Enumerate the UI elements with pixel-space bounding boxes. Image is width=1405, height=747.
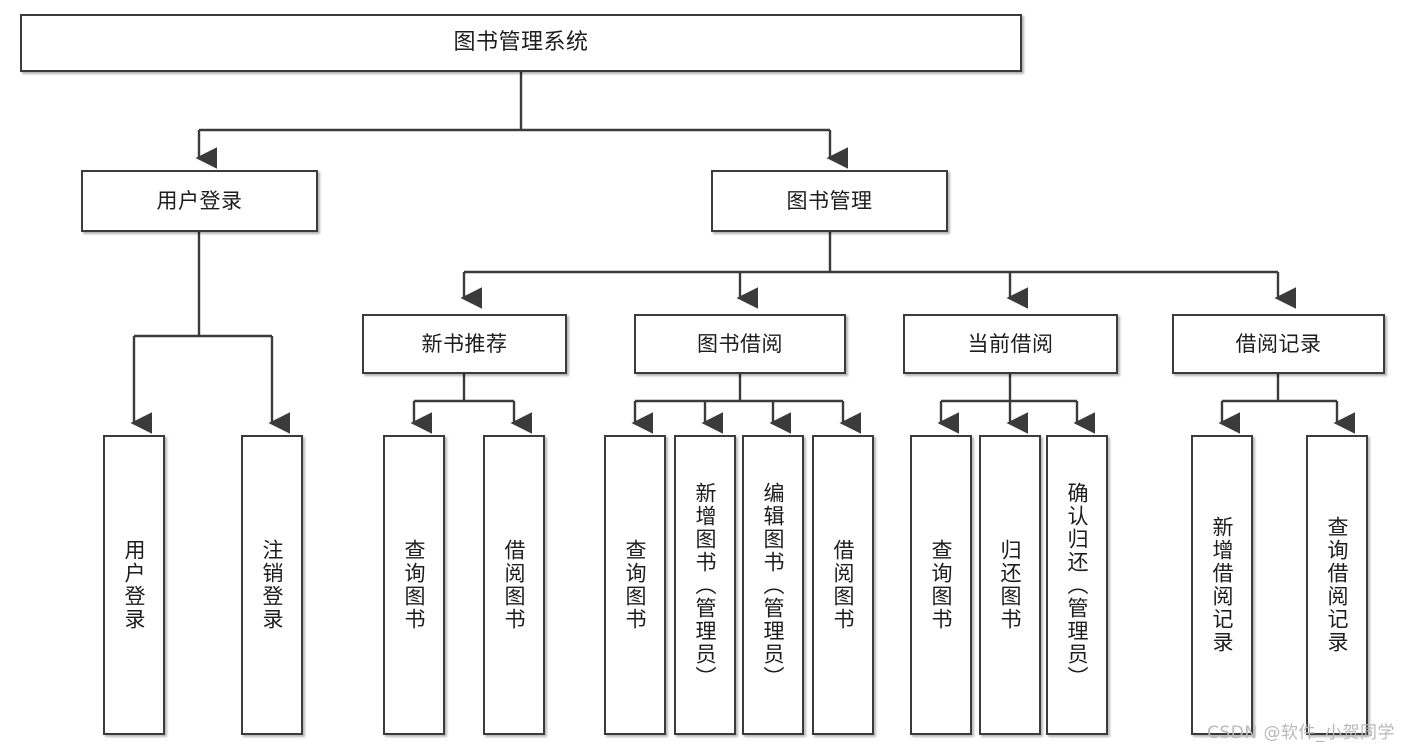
node-label: 查询图书 bbox=[929, 539, 954, 631]
node-label: 新增借阅记录 bbox=[1210, 516, 1235, 654]
node-label: 用户登录 bbox=[156, 188, 243, 213]
node-label: 新增图书（管理员） bbox=[693, 481, 718, 689]
node-label: 借阅记录 bbox=[1235, 331, 1322, 356]
node-root-book-management-system[interactable]: 图书管理系统 bbox=[20, 14, 1022, 72]
leaf-current-borrow-return-book[interactable]: 归还图书 bbox=[979, 435, 1041, 735]
node-label: 查询图书 bbox=[623, 539, 648, 631]
node-label: 注销登录 bbox=[260, 539, 285, 631]
leaf-borrow-record-query-record[interactable]: 查询借阅记录 bbox=[1306, 435, 1368, 735]
node-book-borrow[interactable]: 图书借阅 bbox=[634, 314, 846, 374]
leaf-current-borrow-confirm-return-admin[interactable]: 确认归还（管理员） bbox=[1046, 435, 1108, 735]
node-label: 归还图书 bbox=[998, 539, 1023, 631]
leaf-book-borrow-add-book-admin[interactable]: 新增图书（管理员） bbox=[674, 435, 736, 735]
csdn-watermark: CSDN @软件_小贺同学 bbox=[1207, 723, 1395, 743]
node-label: 借阅图书 bbox=[502, 539, 527, 631]
leaf-user-login-logout[interactable]: 注销登录 bbox=[241, 435, 303, 735]
node-label: 图书借阅 bbox=[697, 331, 783, 356]
node-label: 图书管理系统 bbox=[453, 30, 589, 56]
leaf-borrow-record-add-record[interactable]: 新增借阅记录 bbox=[1191, 435, 1253, 735]
node-label: 当前借阅 bbox=[967, 331, 1054, 356]
node-label: 新书推荐 bbox=[421, 331, 508, 356]
leaf-book-borrow-borrow-book[interactable]: 借阅图书 bbox=[812, 435, 874, 735]
node-new-book-recommend[interactable]: 新书推荐 bbox=[362, 314, 567, 374]
node-label: 编辑图书（管理员） bbox=[761, 481, 786, 689]
node-label: 确认归还（管理员） bbox=[1065, 481, 1090, 689]
leaf-book-borrow-query-book[interactable]: 查询图书 bbox=[604, 435, 666, 735]
node-current-borrow[interactable]: 当前借阅 bbox=[903, 314, 1118, 374]
node-label: 借阅图书 bbox=[831, 539, 856, 631]
leaf-new-book-borrow-book[interactable]: 借阅图书 bbox=[483, 435, 545, 735]
node-label: 查询借阅记录 bbox=[1325, 516, 1350, 654]
node-borrow-record[interactable]: 借阅记录 bbox=[1172, 314, 1385, 374]
leaf-user-login-login[interactable]: 用户登录 bbox=[103, 435, 165, 735]
leaf-new-book-query-book[interactable]: 查询图书 bbox=[383, 435, 445, 735]
node-user-login[interactable]: 用户登录 bbox=[81, 170, 318, 232]
node-book-management[interactable]: 图书管理 bbox=[711, 170, 948, 232]
node-label: 查询图书 bbox=[402, 539, 427, 631]
leaf-book-borrow-edit-book-admin[interactable]: 编辑图书（管理员） bbox=[742, 435, 804, 735]
leaf-current-borrow-query-book[interactable]: 查询图书 bbox=[910, 435, 972, 735]
node-label: 用户登录 bbox=[122, 539, 147, 631]
node-label: 图书管理 bbox=[786, 188, 873, 213]
